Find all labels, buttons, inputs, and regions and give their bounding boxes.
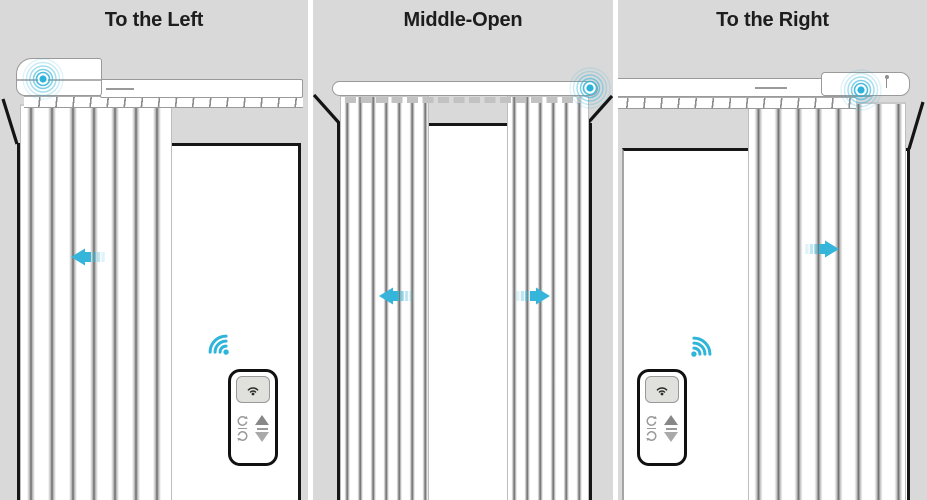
panel-title: To the Right bbox=[716, 9, 829, 31]
curtain-closed-right bbox=[748, 102, 906, 500]
motor-antenna-dot bbox=[884, 75, 889, 79]
remote-control bbox=[637, 369, 687, 466]
motor-antenna-pin bbox=[885, 76, 887, 88]
curtain-gliders bbox=[345, 97, 581, 103]
wifi-icon bbox=[247, 387, 259, 396]
curtain-right-half bbox=[507, 95, 589, 500]
up-arrow-icon bbox=[664, 415, 678, 425]
panel-title: Middle-Open bbox=[403, 9, 523, 31]
move-right-arrow-icon bbox=[805, 240, 839, 258]
rail-detail-line bbox=[755, 87, 787, 89]
down-arrow-icon bbox=[255, 432, 269, 442]
move-left-arrow-icon bbox=[71, 248, 105, 266]
rotate-ccw-icon bbox=[646, 430, 657, 441]
motor-seam-line bbox=[17, 79, 101, 81]
wifi-icon bbox=[656, 387, 668, 396]
rotate-cw-icon bbox=[646, 416, 657, 427]
panel-title: To the Left bbox=[104, 9, 204, 31]
curtain-rail bbox=[332, 81, 598, 96]
wifi-pair-button bbox=[236, 376, 270, 403]
remote-divider-line bbox=[256, 427, 268, 430]
rotate-buttons bbox=[646, 415, 657, 442]
curtain-track bbox=[618, 97, 856, 109]
up-down-buttons bbox=[255, 415, 269, 442]
rotate-buttons bbox=[237, 415, 248, 442]
remote-signal-wifi-icon bbox=[208, 334, 229, 355]
rotate-ccw-icon bbox=[237, 430, 248, 441]
move-right-arrow-icon bbox=[516, 287, 550, 305]
remote-signal-wifi-icon bbox=[691, 336, 712, 357]
down-arrow-icon bbox=[664, 432, 678, 442]
wifi-pair-button bbox=[645, 376, 679, 403]
signal-ripple-icon bbox=[22, 58, 64, 100]
panel-to-the-left: To the Left bbox=[0, 0, 308, 500]
curtain-rail bbox=[100, 79, 303, 98]
remote-divider-line bbox=[238, 427, 247, 430]
rail-detail-line bbox=[106, 88, 134, 90]
rotate-cw-icon bbox=[237, 416, 248, 427]
up-arrow-icon bbox=[255, 415, 269, 425]
signal-ripple-icon bbox=[569, 67, 611, 109]
panel-to-the-right: To the Right bbox=[618, 0, 927, 500]
remote-control bbox=[228, 369, 278, 466]
curtain-motor-box bbox=[16, 58, 102, 96]
remote-controls bbox=[640, 415, 684, 442]
up-down-buttons bbox=[664, 415, 678, 442]
remote-controls bbox=[231, 415, 275, 442]
move-left-arrow-icon bbox=[379, 287, 413, 305]
signal-ripple-icon bbox=[840, 69, 882, 111]
remote-divider-line bbox=[665, 427, 677, 430]
panel-middle-open: Middle-Open bbox=[313, 0, 613, 500]
curtain-closed-left bbox=[20, 104, 172, 500]
remote-divider-line bbox=[647, 427, 656, 430]
